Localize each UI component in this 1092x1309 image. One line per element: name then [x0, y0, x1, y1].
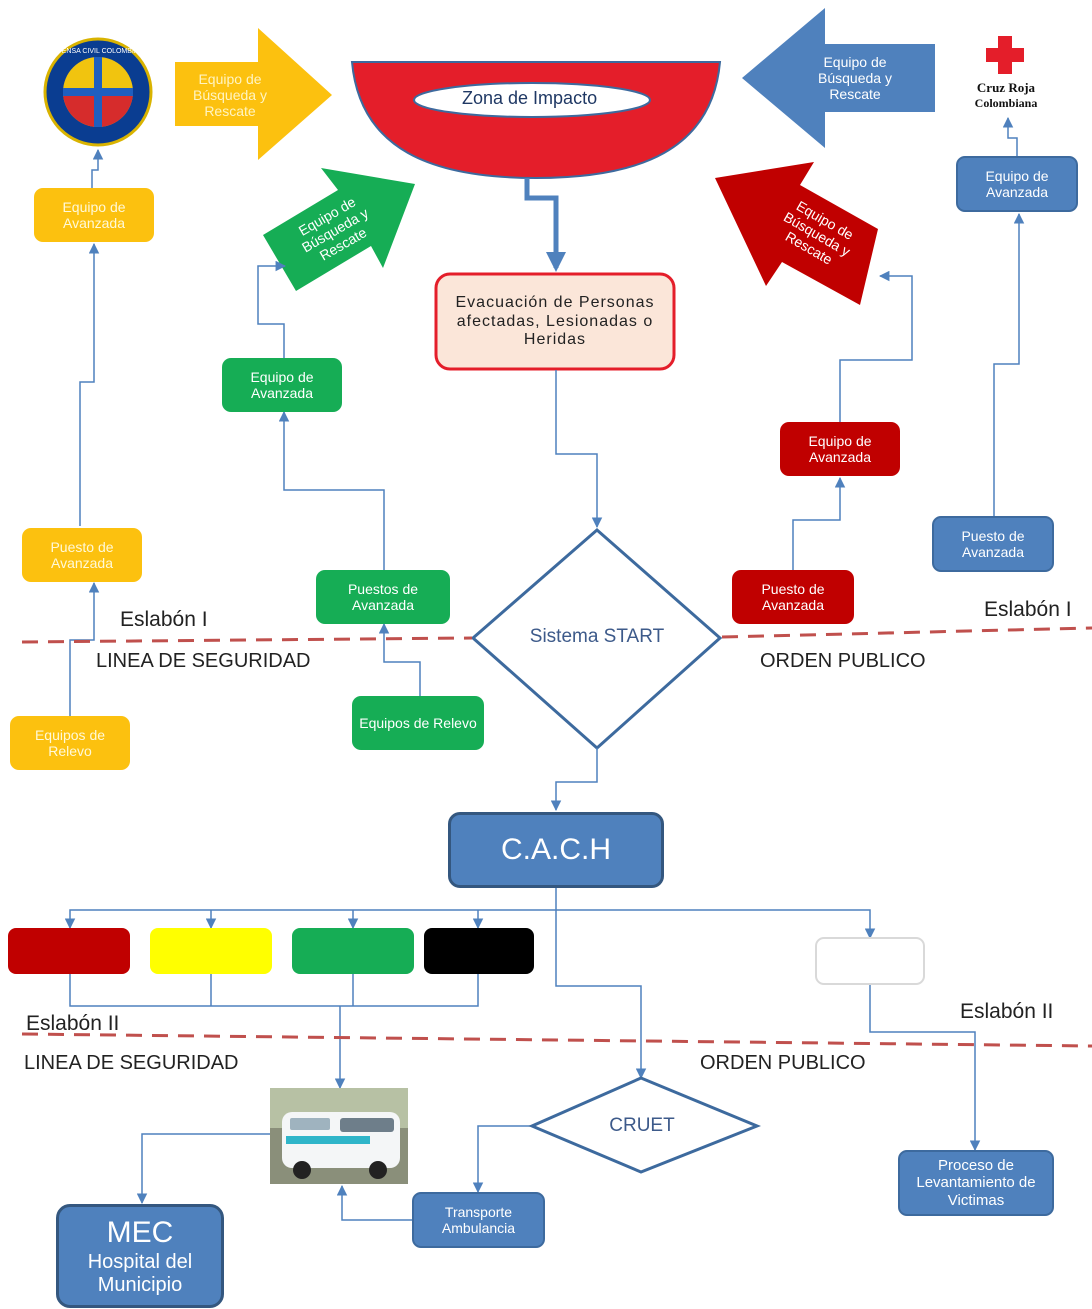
cach-box: C.A.C.H	[448, 812, 664, 888]
link2-public-order-label: ORDEN PUBLICO	[700, 1052, 866, 1074]
triage-red-tag	[8, 928, 130, 974]
connector	[336, 1184, 412, 1221]
impact-zone-label: Zona de Impacto	[462, 88, 598, 108]
connector	[278, 410, 385, 570]
mec-box: MEC Hospital del Municipio	[56, 1204, 224, 1308]
yellow-relief-teams: Equipos de Relevo	[10, 716, 130, 770]
connector	[1002, 116, 1018, 156]
connector	[869, 984, 981, 1152]
yellow-rescue-arrow	[175, 28, 332, 160]
link1-right-label: Eslabón I	[984, 598, 1072, 621]
connector	[64, 888, 557, 930]
security-line-1-right	[721, 626, 1092, 639]
transport-ambulance-box: Transporte Ambulancia	[412, 1192, 545, 1248]
security-line-1-left	[21, 636, 473, 644]
blue-advance-team: Equipo de Avanzada	[956, 156, 1078, 212]
ambulance-image	[270, 1088, 408, 1184]
connector	[556, 909, 876, 940]
red-advance-team: Equipo de Avanzada	[780, 422, 900, 476]
evacuation-box: Evacuación de Personas afectadas, Lesion…	[455, 294, 655, 349]
triage-yellow-tag	[150, 928, 272, 974]
connector	[993, 212, 1025, 516]
victims-process-box: Proceso de Levantamiento de Victimas	[898, 1150, 1054, 1216]
connector	[79, 242, 100, 526]
mec-title: MEC	[106, 1215, 174, 1249]
link1-security-line-label: LINEA DE SEGURIDAD	[96, 650, 311, 672]
connector	[472, 1125, 532, 1194]
link1-left-label: Eslabón I	[120, 608, 208, 631]
triage-white-tag	[815, 937, 925, 985]
link2-security-line-label: LINEA DE SEGURIDAD	[24, 1052, 239, 1074]
triage-green-tag	[292, 928, 414, 974]
green-advance-team: Equipo de Avanzada	[222, 358, 342, 412]
green-advance-posts: Puestos de Avanzada	[316, 570, 450, 624]
defensa-civil-ring-text: DEFENSA CIVIL COLOMBIANA	[48, 48, 149, 55]
green-rescue-arrow	[263, 168, 415, 291]
cruet-label: CRUET	[609, 1115, 675, 1137]
connector	[257, 260, 287, 358]
defensa-civil-logo: DEFENSA CIVIL COLOMBIANA	[43, 37, 153, 147]
cruet-diamond-shape	[528, 1076, 761, 1174]
connector	[792, 476, 846, 570]
blue-advance-post: Puesto de Avanzada	[932, 516, 1054, 572]
impact-zone-shape	[350, 61, 722, 180]
connector	[378, 622, 421, 696]
yellow-advance-post: Puesto de Avanzada	[22, 528, 142, 582]
connector	[69, 581, 100, 716]
link2-left-label: Eslabón II	[26, 1012, 120, 1035]
link2-right-label: Eslabón II	[960, 1000, 1054, 1023]
triage-black-tag	[424, 928, 534, 974]
blue-rescue-arrow	[742, 8, 935, 148]
red-advance-post: Puesto de Avanzada	[732, 570, 854, 624]
start-system-label: Sistema START	[529, 626, 665, 648]
evacuation-box-shape	[434, 272, 676, 371]
blue-rescue-arrow-label: Equipo de Búsqueda y Rescate	[818, 53, 892, 103]
yellow-advance-team: Equipo de Avanzada	[34, 188, 154, 242]
connector	[555, 910, 647, 1080]
cruz-roja-logo: Cruz Roja Colombiana	[958, 28, 1054, 116]
yellow-rescue-arrow-label: Equipo de Búsqueda y Rescate	[193, 70, 267, 120]
link1-public-order-label: ORDEN PUBLICO	[760, 650, 926, 672]
connector	[136, 1133, 270, 1205]
connector	[91, 148, 104, 188]
mec-subtitle: Hospital del Municipio	[87, 1250, 193, 1296]
impact-to-evacuation-arrow	[524, 178, 566, 272]
security-line-2	[21, 1032, 1092, 1048]
connector	[839, 270, 913, 422]
green-relief-teams: Equipos de Relevo	[352, 696, 484, 750]
connector	[69, 974, 479, 1007]
connector	[550, 748, 598, 812]
connector	[555, 370, 603, 529]
cruz-roja-line2: Colombiana	[975, 96, 1038, 110]
cruz-roja-line1: Cruz Roja	[977, 80, 1036, 95]
red-rescue-arrow	[715, 162, 878, 305]
